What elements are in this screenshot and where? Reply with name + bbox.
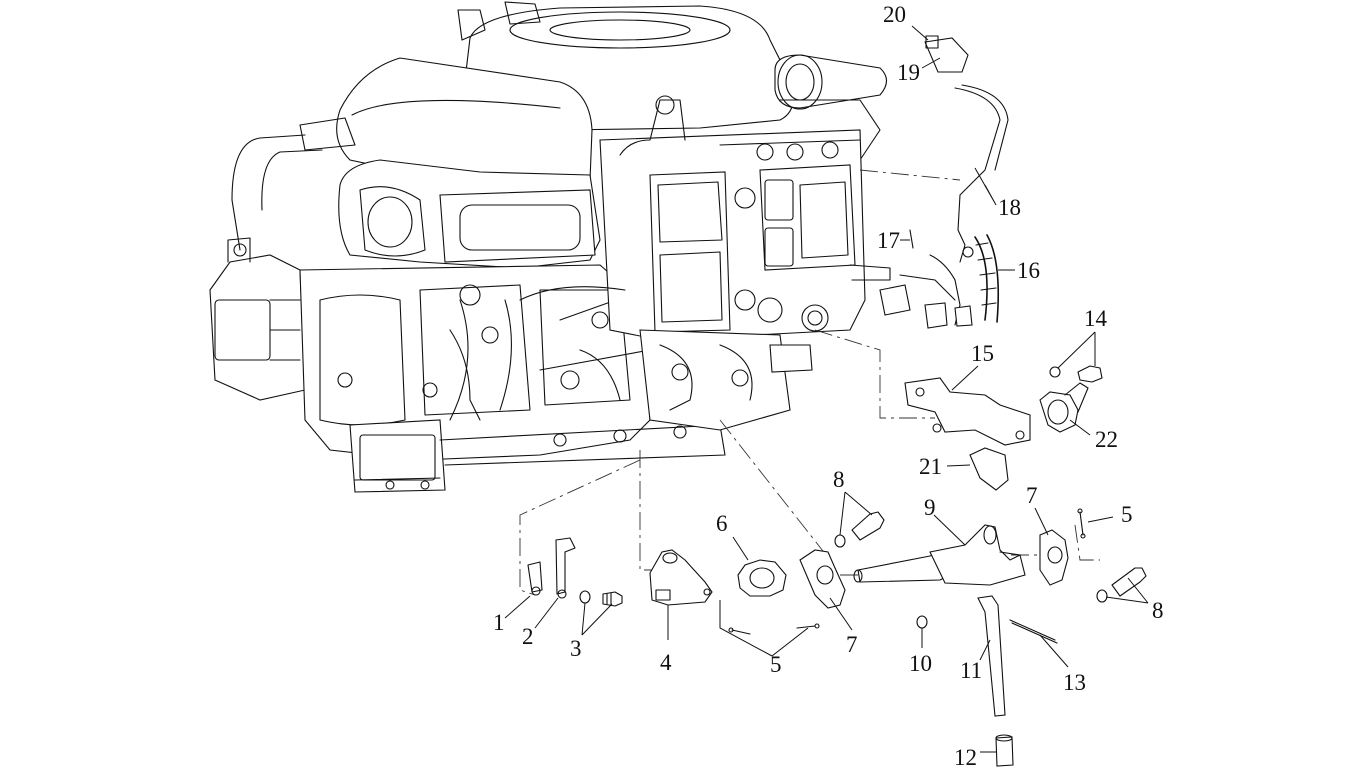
part-15-bracket <box>904 377 1031 446</box>
part-2-clip <box>555 537 576 595</box>
part-14-bolt <box>1077 365 1103 383</box>
callout-19: 19 <box>897 60 920 85</box>
callout-5-left: 5 <box>770 652 782 677</box>
part-21-guard <box>969 447 1009 491</box>
part-4-lever <box>649 549 713 606</box>
part-6-cap <box>737 559 787 597</box>
callout-7-right: 7 <box>1026 483 1038 508</box>
callout-16: 16 <box>1017 258 1040 283</box>
callout-21: 21 <box>919 454 942 479</box>
part-20-cap <box>925 35 939 49</box>
part-3-bolt <box>602 591 623 607</box>
part-12-sleeve <box>995 736 1014 767</box>
callout-9: 9 <box>924 495 936 520</box>
part-16-hose <box>974 236 988 321</box>
callout-13: 13 <box>1063 670 1086 695</box>
part-17-tie <box>909 229 914 249</box>
callout-8-left: 8 <box>833 467 845 492</box>
callout-7-left: 7 <box>846 632 858 657</box>
part-7-coupler-left <box>799 549 846 609</box>
part-8-bolt-b <box>1111 567 1147 597</box>
part-19-connector <box>924 37 969 73</box>
callout-6: 6 <box>716 511 728 536</box>
callout-1: 1 <box>493 610 505 635</box>
part-22-sensor <box>1039 391 1079 433</box>
part-3-washer <box>579 590 591 604</box>
engine-assembly <box>209 1 891 493</box>
callout-12: 12 <box>954 745 977 768</box>
callout-11: 11 <box>960 658 982 683</box>
part-18-harness <box>954 87 1001 263</box>
part-8-washer-a <box>834 534 846 548</box>
part-8-washer-b <box>1096 589 1108 603</box>
part-5-pin-a <box>731 629 751 635</box>
part-5-pin-b <box>796 625 816 629</box>
callout-3: 3 <box>570 636 582 661</box>
part-7-coupler-right <box>1039 529 1069 586</box>
callout-20: 20 <box>883 2 906 27</box>
part-13-pin <box>1009 619 1056 641</box>
part-1-bracket <box>527 561 543 593</box>
callout-22: 22 <box>1095 427 1118 452</box>
callout-8-right: 8 <box>1152 598 1164 623</box>
part-11-arm <box>977 595 1006 717</box>
part-10-washer <box>916 615 928 629</box>
part-8-bolt-a <box>851 511 885 541</box>
part-14-washer <box>1049 366 1061 378</box>
callout-4: 4 <box>660 650 672 675</box>
alignment-lines <box>519 169 1100 596</box>
callout-2: 2 <box>522 624 534 649</box>
callout-labels: 20 19 18 17 16 14 15 22 21 7 5 8 9 6 8 1… <box>493 2 1164 768</box>
callout-15: 15 <box>971 341 994 366</box>
callout-5-right: 5 <box>1121 502 1133 527</box>
callout-14: 14 <box>1084 306 1108 331</box>
leader-lines <box>504 25 1149 753</box>
callout-18: 18 <box>998 195 1021 220</box>
exploded-parts <box>527 35 1147 767</box>
callout-17: 17 <box>877 228 900 253</box>
callout-10: 10 <box>909 651 932 676</box>
part-5-pin-c <box>1079 511 1084 536</box>
